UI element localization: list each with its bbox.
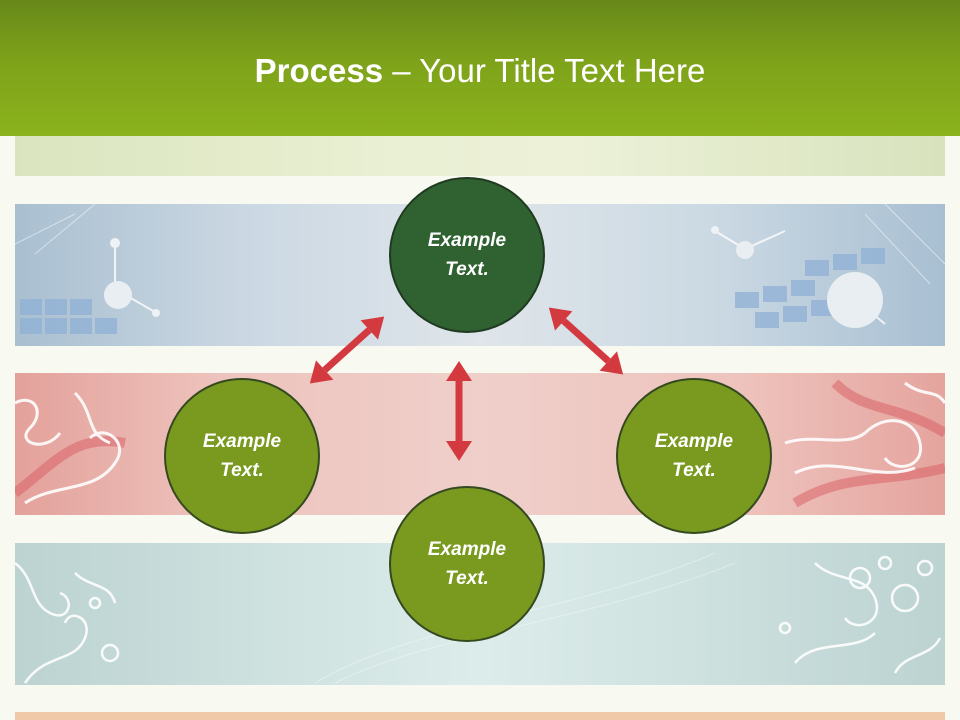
process-node-bottom[interactable]: Example Text. bbox=[389, 486, 545, 642]
node-top-line2: Text. bbox=[445, 259, 489, 280]
title-bold-text: Process bbox=[254, 52, 384, 89]
double-arrow-top-left bbox=[309, 316, 385, 384]
floral-decoration bbox=[15, 552, 942, 684]
slide-title: Process – Your Title Text Here bbox=[0, 52, 960, 90]
swirl-decoration bbox=[15, 379, 945, 508]
process-node-top[interactable]: Example Text. bbox=[389, 177, 545, 333]
node-left-line1: Example bbox=[202, 431, 282, 452]
double-arrow-vertical bbox=[446, 361, 472, 461]
process-node-left[interactable]: Example Text. bbox=[164, 378, 320, 534]
node-left-line2: Text. bbox=[220, 460, 264, 481]
background-band-bottom bbox=[15, 712, 945, 720]
double-arrow-top-right bbox=[548, 307, 624, 375]
decorative-strip bbox=[15, 136, 945, 176]
title-bar: Process – Your Title Text Here bbox=[0, 0, 960, 136]
node-bottom-line1: Example bbox=[427, 539, 507, 560]
node-right-line1: Example bbox=[654, 431, 734, 452]
node-top-line1: Example bbox=[427, 230, 507, 251]
node-right-line2: Text. bbox=[672, 460, 716, 481]
process-node-right[interactable]: Example Text. bbox=[616, 378, 772, 534]
title-rest-text: – Your Title Text Here bbox=[383, 52, 706, 89]
node-bottom-line2: Text. bbox=[445, 568, 489, 589]
grid-molecule-decoration bbox=[15, 204, 945, 334]
